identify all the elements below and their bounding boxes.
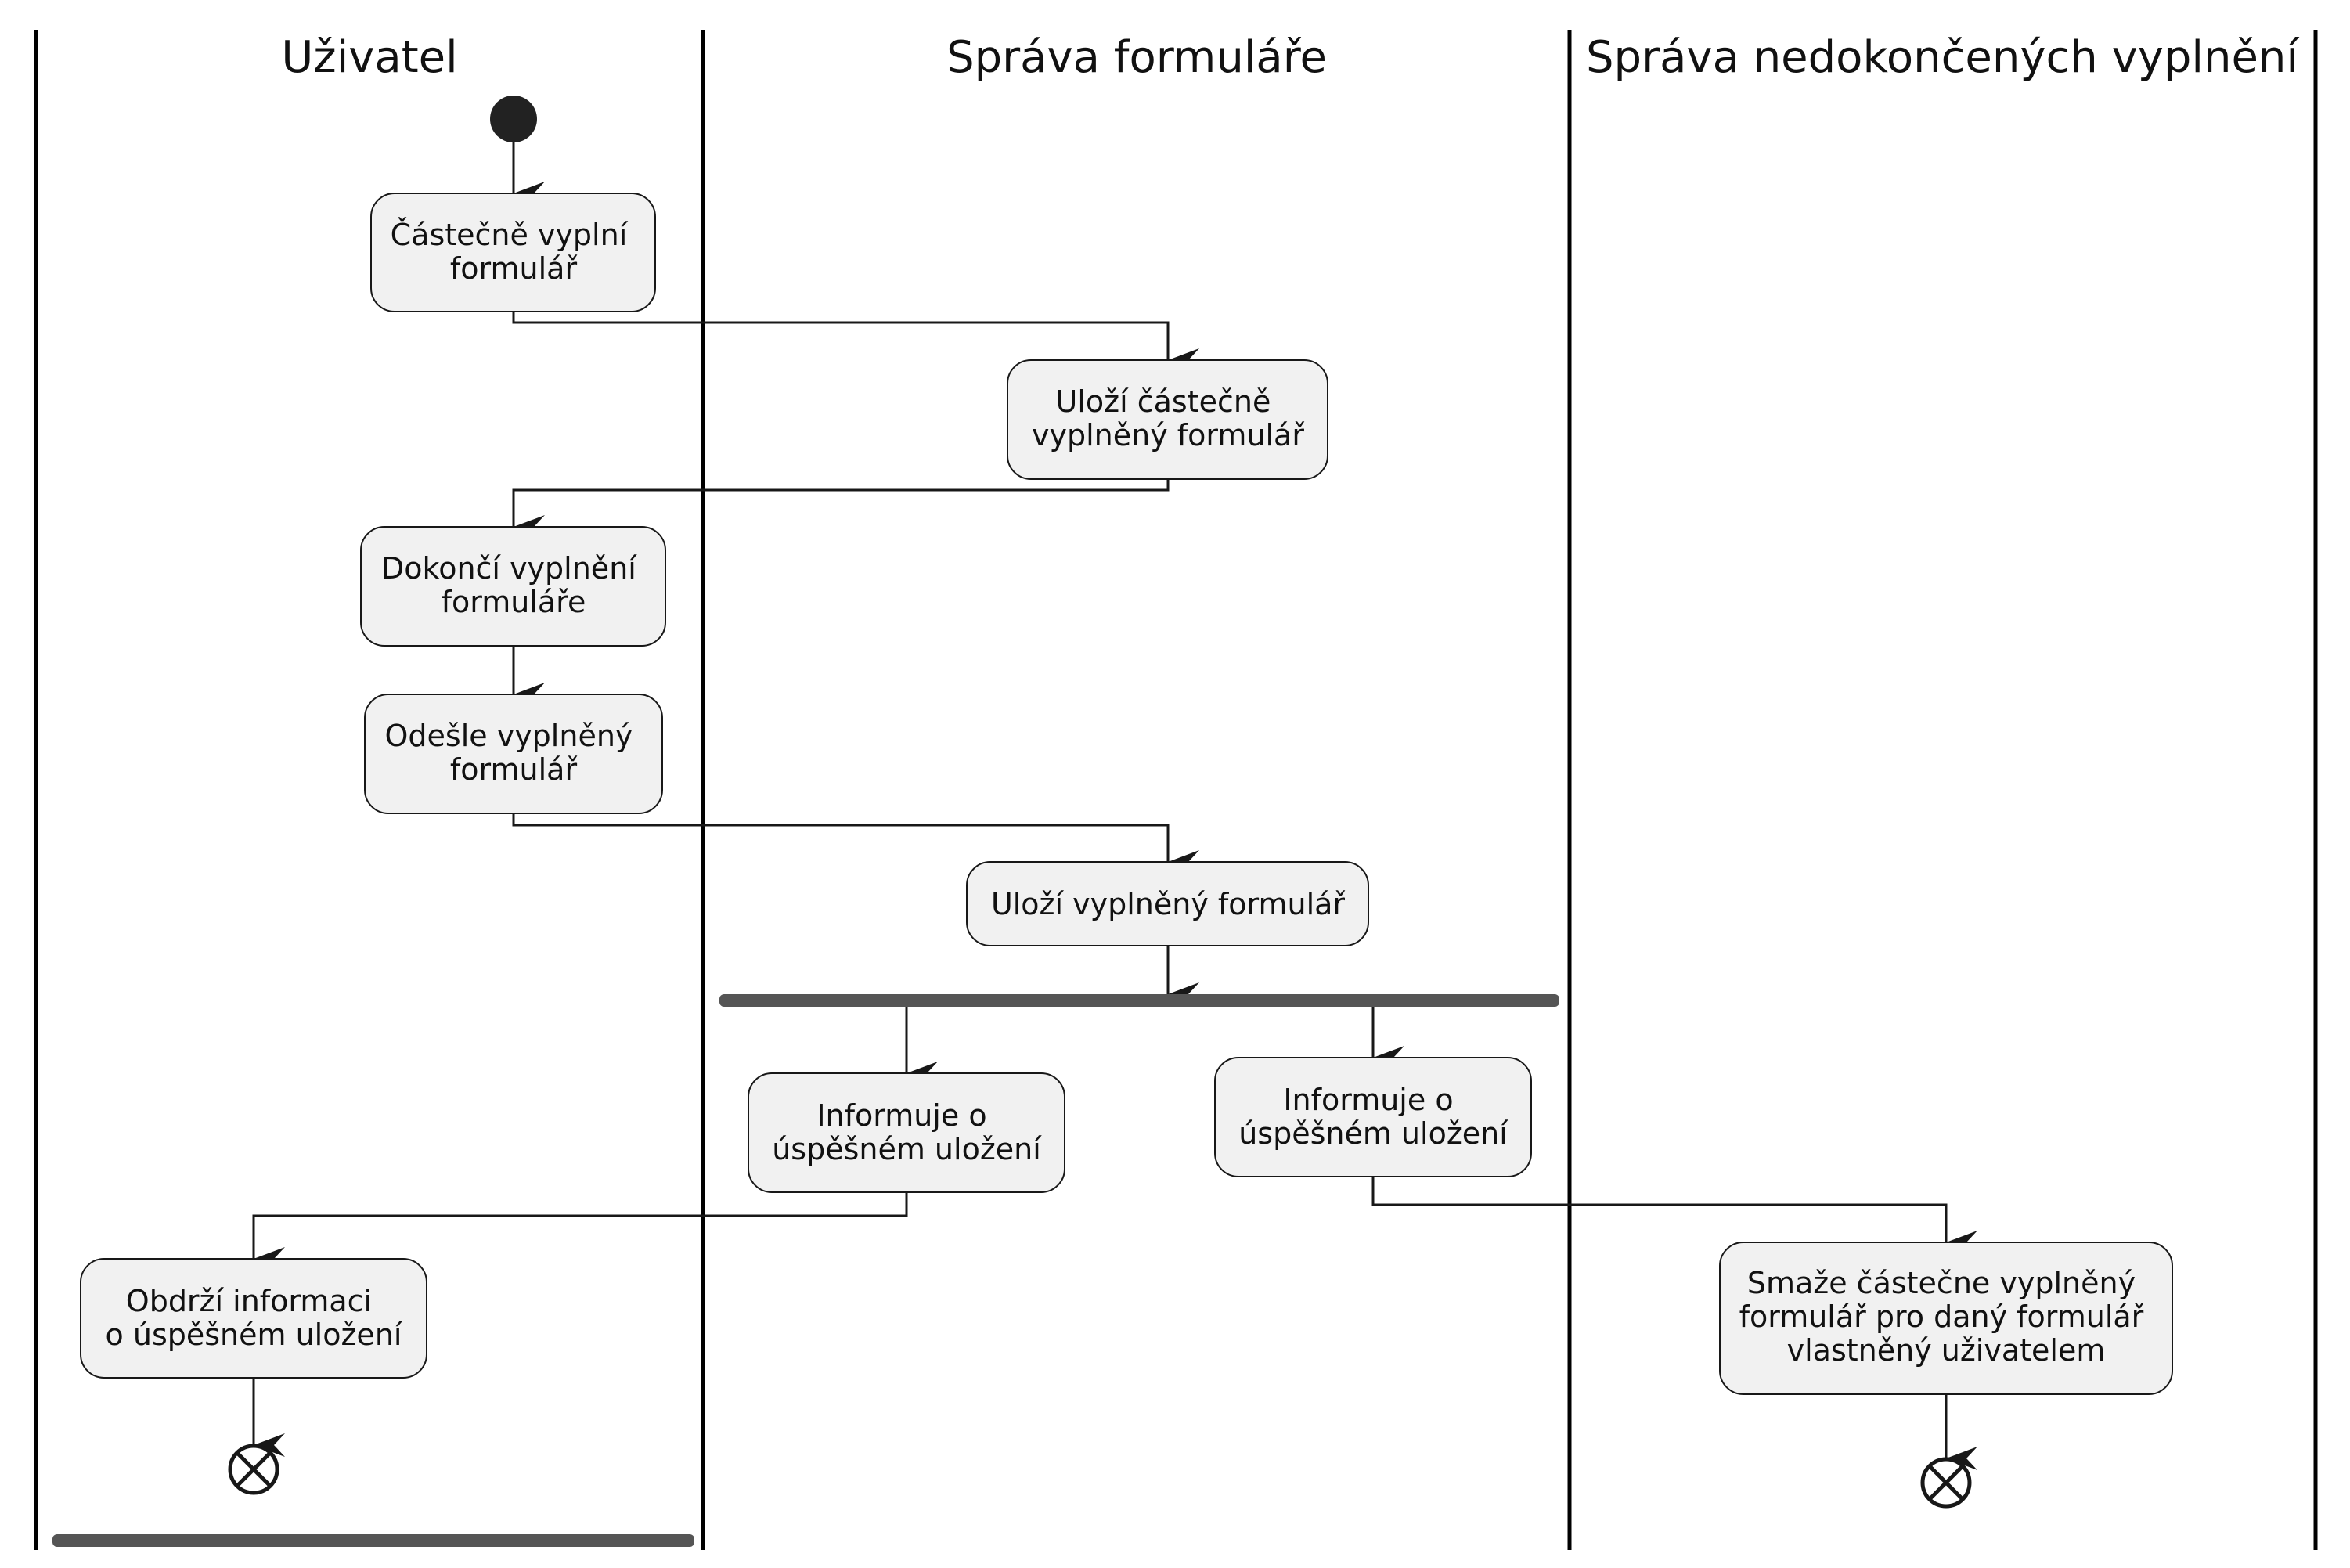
edge-save-partial-to-finish-fill <box>512 479 1170 539</box>
action-delete-partial: Smaže částečne vyplněný formulář pro dan… <box>1719 1242 2173 1395</box>
action-inform-user-label: Informuje o úspěšném uložení <box>772 1098 1042 1166</box>
action-save-partial: Uloží částečně vyplněný formulář <box>1007 359 1328 480</box>
action-save-partial-label: Uloží částečně vyplněný formulář <box>1032 384 1304 452</box>
edge-submit-to-save-filled <box>512 813 1199 874</box>
action-submit: Odešle vyplněný formulář <box>364 694 663 814</box>
action-save-filled: Uloží vyplněný formulář <box>966 861 1369 946</box>
lane-title-form-admin: Správa formuláře <box>946 32 1327 83</box>
action-inform-user: Informuje o úspěšném uložení <box>748 1072 1065 1193</box>
action-finish-fill-label: Dokončí vyplnění formuláře <box>381 551 646 619</box>
edge-inform-drafts-to-delete-partial <box>1371 1177 1977 1254</box>
action-inform-drafts-label: Informuje o úspěšném uložení <box>1238 1083 1508 1151</box>
action-submit-label: Odešle vyplněný formulář <box>384 719 642 787</box>
start-node <box>490 96 537 142</box>
end-node-drafts <box>1920 1457 1972 1509</box>
action-inform-drafts: Informuje o úspěšném uložení <box>1214 1057 1532 1177</box>
action-receive-info-label: Obdrží informaci o úspěšném uložení <box>106 1284 403 1352</box>
action-save-filled-label: Uloží vyplněný formulář <box>991 887 1345 921</box>
join-bar <box>52 1534 694 1547</box>
end-node-user <box>228 1444 279 1495</box>
action-partially-fill-label: Částečně vyplní formulář <box>391 218 637 286</box>
lane-title-user: Uživatel <box>281 32 457 83</box>
action-receive-info: Obdrží informaci o úspěšném uložení <box>80 1258 427 1379</box>
edges <box>252 142 1977 1470</box>
action-finish-fill: Dokončí vyplnění formuláře <box>360 526 666 647</box>
action-partially-fill: Částečně vyplní formulář <box>370 193 656 312</box>
action-delete-partial-label: Smaže částečne vyplněný formulář pro dan… <box>1739 1266 2154 1368</box>
edge-partially-fill-to-save-partial <box>512 312 1199 372</box>
edge-inform-user-to-receive-info <box>252 1192 908 1271</box>
fork-bar <box>719 994 1559 1007</box>
lane-title-drafts-admin: Správa nedokončených vyplnění <box>1586 32 2300 83</box>
